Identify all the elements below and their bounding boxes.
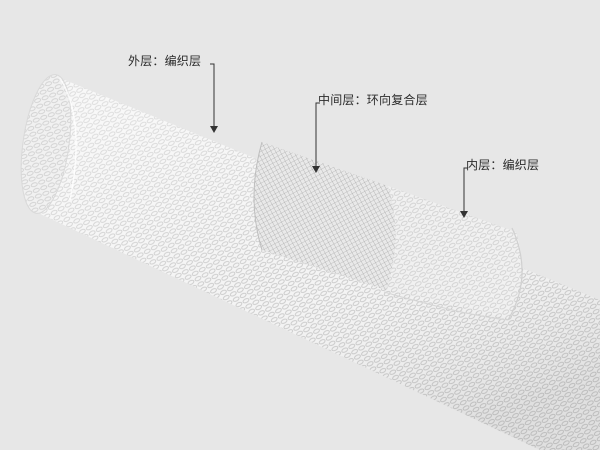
tube-opening bbox=[20, 74, 77, 214]
middle-composite-layer bbox=[253, 141, 396, 290]
label-middle-layer: 中间层：环向复合层 bbox=[318, 93, 428, 107]
label-inner-layer: 内层：编织层 bbox=[466, 158, 540, 172]
leader-middle bbox=[312, 102, 320, 173]
leader-inner bbox=[460, 167, 468, 218]
inner-braided-layer bbox=[383, 186, 523, 321]
label-outer-layer: 外层：编织层 bbox=[128, 54, 202, 68]
leader-outer bbox=[210, 63, 218, 133]
